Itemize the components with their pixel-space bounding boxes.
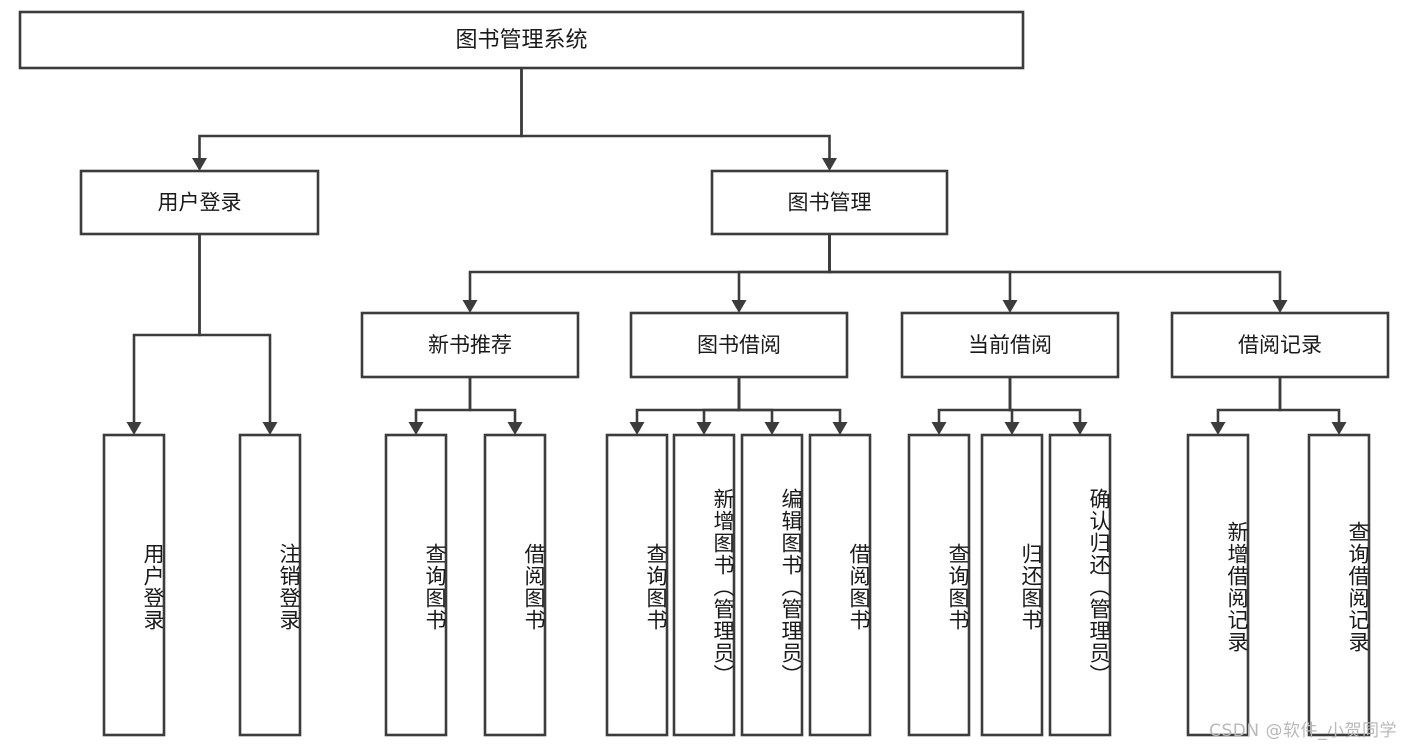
- arrow-head-icon: [126, 422, 142, 435]
- node-l2-book-borrow[interactable]: [629, 311, 849, 379]
- node-label: 新书推荐: [428, 333, 512, 357]
- node-l2-current-borrow[interactable]: [900, 311, 1120, 379]
- connector-root-to-l1-user-login: [192, 68, 523, 171]
- arrow-head-icon: [192, 158, 207, 171]
- connector-root-to-l1-book-manage: [520, 68, 837, 171]
- arrow-head-icon: [822, 158, 837, 171]
- node-leaf-logout[interactable]: [238, 433, 302, 737]
- node-box[interactable]: [1186, 433, 1250, 737]
- connector-l1-book-manage-to-l2-current-borrow: [828, 234, 1018, 313]
- node-box[interactable]: [1307, 433, 1371, 737]
- connector-l2-book-borrow-to-leaf-query-book-borrow: [629, 377, 741, 435]
- node-label: 当前借阅: [968, 333, 1052, 357]
- node-leaf-borrow-book-rec[interactable]: [483, 433, 547, 737]
- connector-layer: [126, 68, 1347, 435]
- node-box[interactable]: [483, 433, 547, 737]
- arrow-head-icon: [462, 300, 478, 313]
- node-box[interactable]: [384, 433, 448, 737]
- node-box[interactable]: [605, 433, 669, 737]
- node-leaf-query-book-borrow[interactable]: [605, 433, 669, 737]
- connector-l2-borrow-record-to-leaf-add-borrow-record: [1210, 377, 1282, 435]
- node-box[interactable]: [238, 433, 302, 737]
- node-box[interactable]: [672, 433, 736, 737]
- arrow-head-icon: [1004, 422, 1020, 435]
- node-box[interactable]: [79, 169, 320, 236]
- connector-l1-user-login-to-leaf-logout: [198, 234, 278, 435]
- connector-l2-current-borrow-to-leaf-query-book-current: [931, 377, 1012, 435]
- connector-l2-book-borrow-to-leaf-add-book: [696, 377, 741, 435]
- arrow-head-icon: [764, 422, 780, 435]
- node-label: 借阅记录: [1238, 333, 1322, 357]
- node-box[interactable]: [629, 311, 849, 379]
- node-label: 图书管理系统: [455, 28, 587, 53]
- connector-l2-current-borrow-to-leaf-return-book: [1004, 377, 1020, 435]
- node-box[interactable]: [900, 311, 1120, 379]
- node-box[interactable]: [1170, 311, 1390, 379]
- node-box[interactable]: [740, 433, 804, 737]
- watermark-text: CSDN @软件_小贺同学: [1209, 721, 1397, 741]
- arrow-head-icon: [1002, 300, 1018, 313]
- connector-l1-user-login-to-leaf-user-login: [126, 234, 201, 435]
- node-label: 用户登录: [158, 191, 242, 215]
- connector-l2-new-book-rec-to-leaf-query-book-rec: [408, 377, 472, 435]
- connector-l2-new-book-rec-to-leaf-borrow-book-rec: [468, 377, 523, 435]
- node-leaf-user-login[interactable]: [102, 433, 166, 737]
- node-leaf-return-book[interactable]: [980, 433, 1044, 737]
- node-box[interactable]: [102, 433, 166, 737]
- arrow-head-icon: [1210, 422, 1226, 435]
- node-leaf-confirm-return[interactable]: [1048, 433, 1112, 737]
- arrow-head-icon: [731, 300, 747, 313]
- node-box[interactable]: [18, 10, 1025, 70]
- node-label: 图书借阅: [697, 333, 781, 357]
- node-box[interactable]: [1048, 433, 1112, 737]
- arrow-head-icon: [832, 422, 848, 435]
- node-leaf-add-book[interactable]: [672, 433, 736, 737]
- node-box[interactable]: [907, 433, 971, 737]
- node-leaf-add-borrow-record[interactable]: [1186, 433, 1250, 737]
- arrow-head-icon: [507, 422, 523, 435]
- node-root[interactable]: [18, 10, 1025, 70]
- node-leaf-query-book-rec[interactable]: [384, 433, 448, 737]
- node-leaf-edit-book[interactable]: [740, 433, 804, 737]
- connector-l2-book-borrow-to-leaf-edit-book: [737, 377, 780, 435]
- arrow-head-icon: [629, 422, 645, 435]
- node-box[interactable]: [710, 169, 949, 236]
- node-l1-book-manage[interactable]: [710, 169, 949, 236]
- arrow-head-icon: [931, 422, 947, 435]
- node-l1-user-login[interactable]: [79, 169, 320, 236]
- node-leaf-query-borrow-record[interactable]: [1307, 433, 1371, 737]
- node-label: 图书管理: [788, 191, 872, 215]
- node-box[interactable]: [808, 433, 872, 737]
- node-box[interactable]: [360, 311, 580, 379]
- arrow-head-icon: [1331, 422, 1347, 435]
- connector-l2-book-borrow-to-leaf-borrow-book: [737, 377, 848, 435]
- node-leaf-borrow-book[interactable]: [808, 433, 872, 737]
- arrow-head-icon: [1272, 300, 1288, 313]
- node-box[interactable]: [980, 433, 1044, 737]
- arrow-head-icon: [408, 422, 424, 435]
- arrow-head-icon: [262, 422, 278, 435]
- arrow-head-icon: [696, 422, 712, 435]
- connector-l1-book-manage-to-l2-new-book-rec: [462, 234, 831, 313]
- arrow-head-icon: [1072, 422, 1088, 435]
- node-leaf-query-book-current[interactable]: [907, 433, 971, 737]
- connector-l1-book-manage-to-l2-book-borrow: [731, 234, 831, 313]
- node-l2-borrow-record[interactable]: [1170, 311, 1390, 379]
- node-l2-new-book-rec[interactable]: [360, 311, 580, 379]
- connector-l1-book-manage-to-l2-borrow-record: [828, 234, 1288, 313]
- connector-l2-borrow-record-to-leaf-query-borrow-record: [1278, 377, 1347, 435]
- connector-l2-current-borrow-to-leaf-confirm-return: [1008, 377, 1088, 435]
